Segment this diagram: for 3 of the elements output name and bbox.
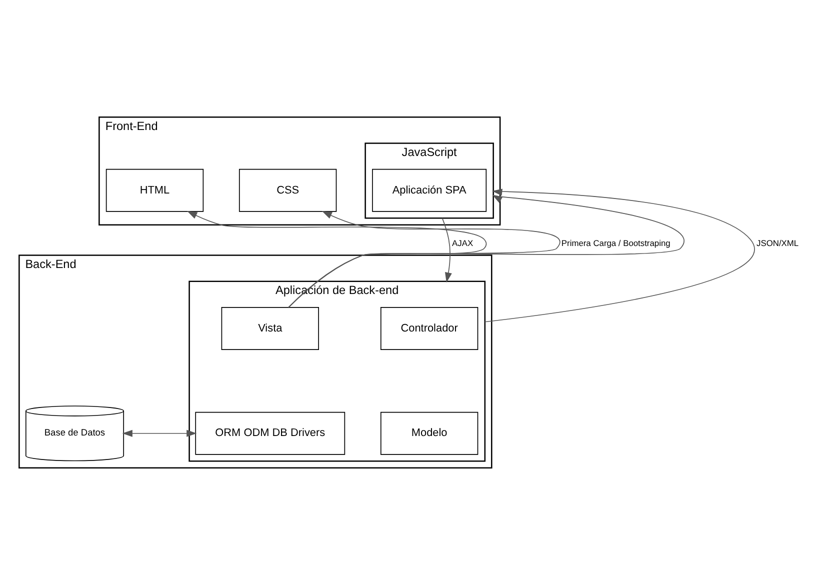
edge-label: Primera Carga / Bootstraping [561, 238, 670, 248]
edge-label: AJAX [452, 238, 474, 248]
edge-label: JSON/XML [756, 238, 799, 248]
